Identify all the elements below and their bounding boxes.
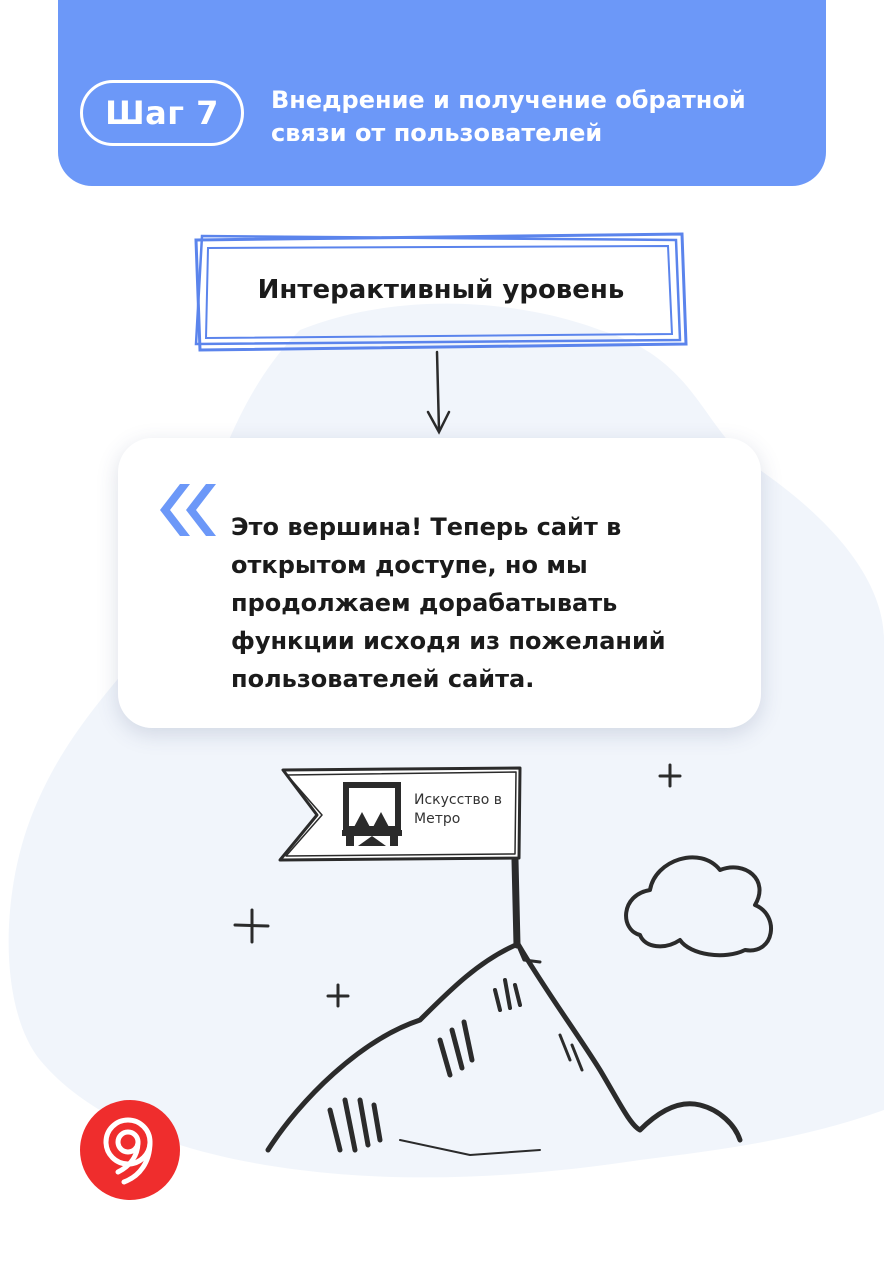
header-banner bbox=[58, 0, 826, 186]
step-badge: Шаг 7 bbox=[80, 80, 244, 146]
arrow-down-icon bbox=[426, 350, 451, 435]
quote-card: Это вершина! Теперь сайт в открытом дост… bbox=[118, 438, 761, 728]
level-label: Интерактивный уровень bbox=[257, 275, 625, 305]
level-box bbox=[194, 232, 688, 352]
flag-text: Искусство в Метро bbox=[414, 792, 502, 827]
background-blob bbox=[8, 303, 884, 1178]
flag-pole bbox=[511, 856, 521, 949]
quote-text: Это вершина! Теперь сайт в открытом дост… bbox=[231, 513, 666, 693]
quote-marks-icon bbox=[160, 484, 216, 536]
red-circle-brand-logo bbox=[80, 1100, 180, 1200]
cloud-icon bbox=[624, 855, 773, 958]
sparkle-icons bbox=[233, 763, 682, 1008]
metro-train-logo-icon bbox=[342, 782, 402, 846]
mountain-illustration bbox=[265, 941, 743, 1156]
header-title: Внедрение и получение обратной связи от … bbox=[271, 86, 746, 147]
